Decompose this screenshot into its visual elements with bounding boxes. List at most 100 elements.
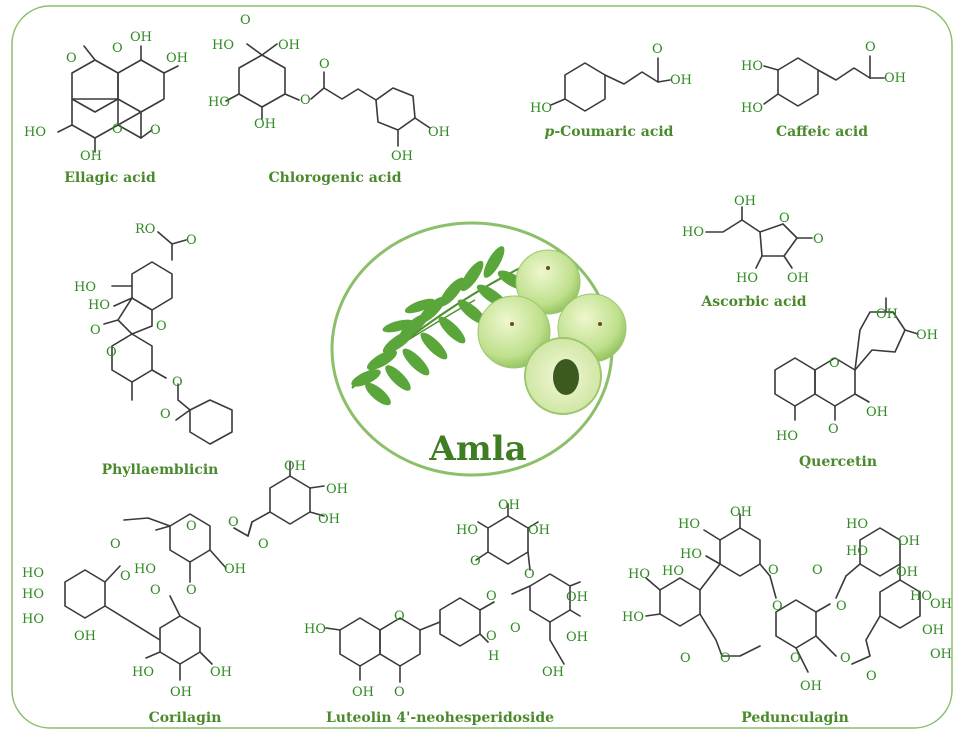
ped-ho8: HO [910,589,932,604]
ped-o2: O [772,599,783,614]
corilagin-oh6: OH [210,665,232,680]
ascorbic-oh2: OH [787,271,809,286]
luteolin-structure: OH HO OH O O OH OH O OH O O H O HO OH O [304,498,588,700]
luteolin-ho2: HO [304,622,326,637]
caffeic-ho1: HO [741,59,763,74]
ped-o4: O [720,651,731,666]
corilagin-o1: O [258,537,269,552]
ellagic-o2: O [66,51,77,66]
outer-frame [11,5,953,729]
phyll-o6: O [160,407,171,422]
caffeic-ho2: HO [741,101,763,116]
ped-oh5: OH [930,597,952,612]
corilagin-o7: O [120,569,131,584]
corilagin-oh4: OH [224,562,246,577]
pedunculagin-structure: HO OH HO HO HO HO O O O O O OH O O O O H… [622,505,952,694]
luteolin-ho1: HO [456,523,478,538]
corilagin-o6: O [110,537,121,552]
ped-o9: O [836,599,847,614]
caption-p-coumaric-acid: p-Coumaric acid [545,124,674,140]
corilagin-o5: O [150,583,161,598]
luteolin-o3: O [486,589,497,604]
ped-ho1: HO [678,517,700,532]
quercetin-o2: O [828,422,839,437]
quercetin-ho: HO [776,429,798,444]
amla-illustration: Amla [330,221,627,477]
caption-phyllaemblicin: Phyllaemblicin [102,462,219,478]
luteolin-o2: O [510,621,521,636]
caption-ellagic-acid: Ellagic acid [64,170,156,186]
corilagin-structure: OH OH OH O O O HO OH O O O O HO HO HO OH… [22,459,348,700]
caption-caffeic-acid: Caffeic acid [776,124,868,140]
coumaric-oh: OH [670,73,692,88]
chlorogenic-o2: O [300,93,311,108]
luteolin-o5: O [394,609,405,624]
amla-title: Amla [428,429,526,469]
chlorogenic-ho1: HO [212,38,234,53]
ellagic-acid-structure: O O OH OH HO OH O O [24,30,188,164]
quercetin-structure: O O OH HO OH OH [774,297,938,444]
corilagin-oh3: OH [318,512,340,527]
coumaric-o: O [652,42,663,57]
caption-pedunculagin: Pedunculagin [741,710,849,726]
phyll-o1: O [186,233,197,248]
chlorogenic-ho2: HO [208,95,230,110]
ped-oh4: OH [896,565,918,580]
ellagic-oh2: OH [166,51,188,66]
caffeic-oh: OH [884,71,906,86]
ped-oh7: OH [930,647,952,662]
ped-oh2: OH [800,679,822,694]
chlorogenic-oh4: OH [391,149,413,164]
ellagic-oh1: OH [130,30,152,45]
ellagic-oh3: OH [80,149,102,164]
corilagin-oh2: OH [326,482,348,497]
ped-o3: O [680,651,691,666]
caption-chlorogenic-acid: Chlorogenic acid [269,170,402,186]
luteolin-oh3: OH [566,590,588,605]
caffeic-o: O [865,40,876,55]
coumaric-ho: HO [530,101,552,116]
phyllaemblicin-structure: RO O HO HO O O O O O [74,222,233,445]
luteolin-oh2: OH [528,523,550,538]
ascorbic-oh1: OH [734,194,756,209]
luteolin-oh1: OH [498,498,520,513]
luteolin-o1: O [524,567,535,582]
corilagin-oh5: OH [74,629,96,644]
caption-luteolin: Luteolin 4'-neohesperidoside [326,710,554,726]
ped-ho3: HO [628,567,650,582]
luteolin-o4: O [486,629,497,644]
quercetin-oh2: OH [876,307,898,322]
phyll-o3: O [156,319,167,334]
chlorogenic-acid-structure: HO OH O HO OH O O OH OH [208,13,450,164]
ped-ho7: HO [846,544,868,559]
ped-ho6: HO [846,517,868,532]
ped-o8: O [812,563,823,578]
ascorbic-o2: O [813,232,824,247]
ellagic-o4: O [150,123,161,138]
corilagin-oh1: OH [284,459,306,474]
ellagic-o1: O [112,41,123,56]
phyll-o2: O [90,323,101,338]
corilagin-o3: O [228,515,239,530]
ellagic-ho1: HO [24,125,46,140]
luteolin-oh5: OH [542,665,564,680]
phyll-o4: O [106,345,117,360]
luteolin-o6: O [394,685,405,700]
caffeic-acid-structure: HO HO O OH [741,40,906,116]
corilagin-ho5: HO [132,665,154,680]
caption-quercetin: Quercetin [799,454,877,470]
caption-ascorbic-acid: Ascorbic acid [700,294,806,310]
caption-corilagin: Corilagin [149,710,222,726]
chlorogenic-o3: O [319,57,330,72]
ped-o1: O [768,563,779,578]
phyll-ro: RO [135,222,155,237]
luteolin-oh6: OH [352,685,374,700]
ascorbic-ho2: HO [736,271,758,286]
ped-o5: O [790,651,801,666]
ped-oh1: OH [730,505,752,520]
ped-oh6: OH [922,623,944,638]
ascorbic-ho1: HO [682,225,704,240]
chlorogenic-oh3: OH [428,125,450,140]
ped-o6: O [840,651,851,666]
